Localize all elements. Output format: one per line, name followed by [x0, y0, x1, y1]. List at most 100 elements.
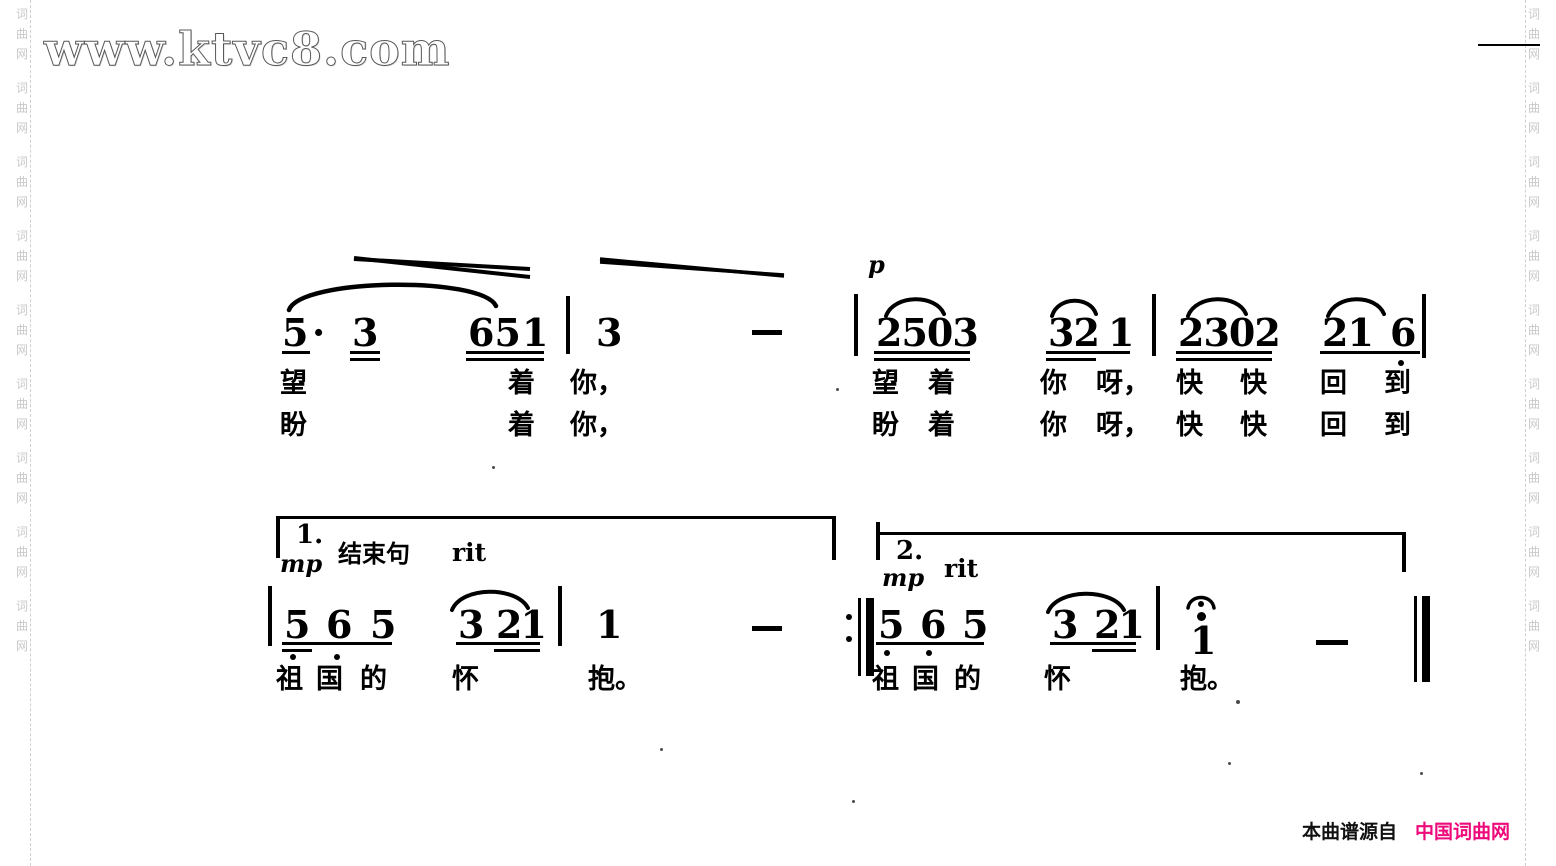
watermark-unit: 词曲网	[0, 78, 44, 138]
note-e1-1: 5	[284, 602, 311, 647]
note-m3-1: 2503	[876, 310, 979, 355]
watermark-char: 词	[1527, 599, 1540, 613]
watermark-char: 曲	[1527, 249, 1540, 263]
lyric-v1-5: 着	[928, 368, 955, 399]
lyric-e1-3: 的	[360, 664, 387, 695]
watermark-char: 网	[15, 417, 28, 431]
crescendo-hairpin	[352, 256, 532, 279]
repeat-barline-thin	[858, 598, 861, 676]
watermark-unit: 词曲网	[1512, 522, 1556, 582]
watermark-unit: 词曲网	[0, 448, 44, 508]
barline-3	[1152, 294, 1156, 356]
lyric-v2-6: 你	[1040, 410, 1067, 441]
note-m4-1: 32	[1048, 310, 1100, 355]
beam-m1-c	[350, 358, 380, 361]
note-m1-4: 1	[522, 310, 549, 355]
lyric-e1-4: 怀	[452, 664, 479, 695]
watermark-char: 词	[15, 599, 28, 613]
volta-1-number: 1.	[296, 520, 324, 550]
beam-m4-b	[1046, 358, 1096, 361]
note-e1-4: 3	[458, 602, 485, 647]
watermark-char: 曲	[1527, 619, 1540, 633]
watermark-rule-left	[30, 0, 31, 866]
volta-2-bracket-right-leg	[1402, 532, 1406, 572]
volta-2-number: 2.	[896, 536, 924, 566]
footer-site-name[interactable]: 中国词曲网	[1414, 821, 1510, 843]
lyric-v2-10: 回	[1320, 410, 1347, 441]
lyric-v1-6: 你	[1040, 368, 1067, 399]
slur-e1	[450, 584, 530, 612]
beam-m5-a	[1176, 351, 1272, 354]
barline-1	[566, 296, 570, 354]
lyric-e2-1: 祖	[872, 664, 899, 695]
note-m6-2: 6	[1390, 310, 1417, 355]
lyric-v2-8: 快	[1176, 410, 1203, 441]
watermark-char: 网	[1527, 565, 1540, 579]
scan-speck	[660, 748, 663, 751]
beam-e2-c	[1050, 642, 1136, 645]
beam-e1-d	[494, 649, 540, 652]
watermark-unit: 词曲网	[0, 226, 44, 286]
watermark-char: 词	[1527, 525, 1540, 539]
barline-4	[1422, 294, 1426, 358]
watermark-char: 词	[1527, 81, 1540, 95]
watermark-unit: 词曲网	[0, 152, 44, 212]
lyric-v1-4: 望	[872, 368, 899, 399]
beam-e2-a	[876, 642, 984, 645]
augmentation-dot-m1: ·	[312, 310, 326, 355]
watermark-char: 词	[15, 7, 28, 21]
lyric-v1-11: 到	[1384, 368, 1411, 399]
watermark-char: 曲	[1527, 27, 1540, 41]
beam-m3-b	[874, 358, 970, 361]
watermark-char: 网	[1527, 343, 1540, 357]
duration-dash-e1	[752, 626, 782, 631]
watermark-unit: 词曲网	[1512, 448, 1556, 508]
note-e2-5: 21	[1094, 602, 1145, 647]
watermark-char: 曲	[15, 175, 28, 189]
note-e1-3: 5	[370, 602, 397, 647]
note-e2-3: 5	[962, 602, 989, 647]
watermark-char: 词	[15, 81, 28, 95]
watermark-strip-right: 词曲网词曲网词曲网词曲网词曲网词曲网词曲网词曲网词曲网	[1512, 0, 1556, 866]
volta-1-bracket-right-leg	[832, 516, 836, 560]
repeat-dot-lower	[846, 636, 852, 642]
beam-m6-a	[1320, 351, 1420, 354]
note-m1-3: 65	[468, 310, 521, 355]
note-e2-2: 6	[920, 602, 947, 647]
watermark-char: 网	[15, 195, 28, 209]
low-octave-dot-e2-1	[884, 650, 890, 656]
watermark-char: 曲	[15, 101, 28, 115]
beam-m5-b	[1176, 358, 1272, 361]
lyric-v1-1: 望	[280, 368, 307, 399]
lyric-e1-2: 国	[316, 664, 343, 695]
volta-2-bracket-top	[876, 532, 1406, 535]
note-m1-2: 3	[352, 310, 379, 355]
watermark-char: 词	[15, 229, 28, 243]
scan-speck	[1420, 772, 1423, 775]
url-watermark: www.ktvc8.com	[43, 22, 451, 77]
note-e2-1: 5	[878, 602, 905, 647]
scan-speck	[1236, 700, 1240, 704]
watermark-char: 词	[1527, 7, 1540, 21]
duration-dash-e2	[1316, 640, 1348, 645]
watermark-unit: 词曲网	[0, 300, 44, 360]
lyric-e1-1: 祖	[276, 664, 303, 695]
watermark-strip-left: 词曲网词曲网词曲网词曲网词曲网词曲网词曲网词曲网词曲网	[0, 0, 44, 866]
diminuendo-hairpin	[598, 256, 786, 280]
slur-e2	[1046, 586, 1126, 614]
watermark-unit: 词曲网	[1512, 226, 1556, 286]
watermark-char: 词	[15, 377, 28, 391]
repeat-barline-thick	[866, 598, 874, 676]
note-e2-6: 1	[1190, 618, 1217, 663]
note-m1-1: 5	[282, 310, 309, 355]
barline-2	[854, 294, 858, 356]
watermark-char: 词	[1527, 229, 1540, 243]
lyric-v2-5: 着	[928, 410, 955, 441]
watermark-char: 网	[1527, 47, 1540, 61]
watermark-char: 曲	[15, 397, 28, 411]
phrase-slur-m1	[286, 272, 500, 313]
augmentation-dot-m6	[1398, 360, 1404, 366]
lyric-v2-1: 盼	[280, 410, 307, 441]
lyric-v1-8: 快	[1176, 368, 1203, 399]
watermark-char: 曲	[1527, 471, 1540, 485]
